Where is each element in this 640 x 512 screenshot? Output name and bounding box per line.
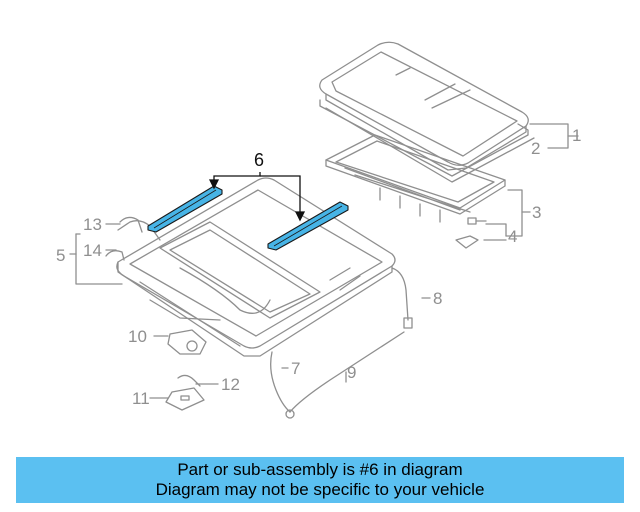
callout-5[interactable]: 5 (56, 246, 65, 265)
callout-6[interactable]: 6 (254, 150, 264, 170)
callout-1[interactable]: 1 (572, 126, 581, 145)
switch-bracket (165, 374, 205, 411)
part-6-seal-strips (147, 185, 349, 251)
callout-8[interactable]: 8 (433, 289, 442, 308)
banner-line-1: Part or sub-assembly is #6 in diagram (177, 460, 463, 479)
sunroof-parts-diagram: 6 1 2 3 4 5 7 8 9 10 11 12 13 14 (56, 41, 581, 419)
glass-seal (319, 99, 535, 183)
callout-9[interactable]: 9 (347, 363, 356, 382)
callout-4[interactable]: 4 (508, 227, 517, 246)
callout-12[interactable]: 12 (221, 375, 240, 394)
caption-banner: Part or sub-assembly is #6 in diagram Di… (16, 457, 624, 503)
callout-10[interactable]: 10 (128, 327, 147, 346)
drain-hoses (270, 267, 413, 419)
callout-11[interactable]: 11 (132, 389, 150, 408)
sunroof-motor (167, 329, 207, 355)
fasteners (455, 217, 487, 249)
sunroof-housing (116, 177, 396, 357)
callout-13[interactable]: 13 (83, 215, 102, 234)
banner-line-2: Diagram may not be specific to your vehi… (155, 480, 485, 499)
leader-lines (69, 123, 579, 399)
callout-6-leaders (208, 172, 306, 222)
callout-14[interactable]: 14 (83, 241, 102, 260)
sunroof-frame (325, 134, 506, 223)
callout-3[interactable]: 3 (532, 203, 541, 222)
guide-clips (105, 216, 143, 261)
callout-2[interactable]: 2 (531, 139, 540, 158)
glass-panel (319, 41, 529, 171)
callout-7[interactable]: 7 (291, 359, 300, 378)
